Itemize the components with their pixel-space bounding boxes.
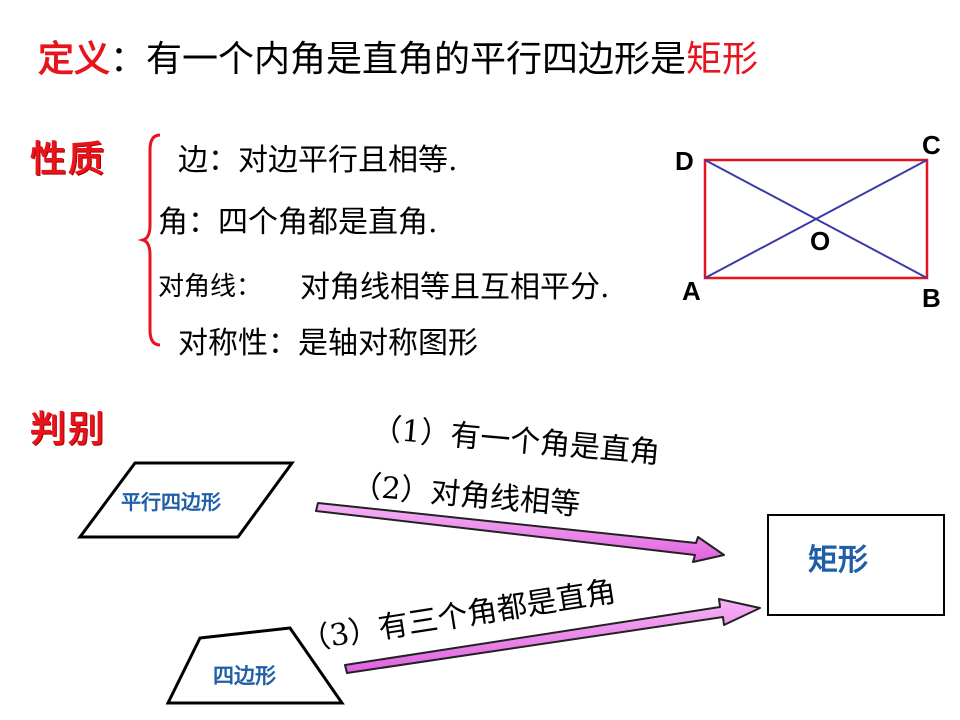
diagonal-bd xyxy=(704,159,928,279)
quadrilateral-label: 四边形 xyxy=(213,664,276,688)
vertex-a: A xyxy=(682,276,701,306)
property-sides: 边：对边平行且相等. xyxy=(178,143,458,178)
vertex-c: C xyxy=(922,130,941,160)
rectangle-result-label: 矩形 xyxy=(808,543,868,578)
rectangle-figure xyxy=(703,158,929,280)
parallelogram-label: 平行四边形 xyxy=(121,490,221,514)
rectangle-result-box xyxy=(767,514,945,616)
arrow-parallelogram-to-rectangle xyxy=(315,502,725,563)
definition-line: 定义：有一个内角是直角的平行四边形是矩形 xyxy=(38,30,758,82)
parallelogram-shape xyxy=(77,461,295,539)
property-angles: 角：四个角都是直角. xyxy=(158,205,438,240)
vertex-d: D xyxy=(675,146,694,176)
property-diagonals: 对角线相等且互相平分. xyxy=(300,270,610,305)
properties-brace xyxy=(137,133,161,347)
definition-colon: ： xyxy=(110,39,147,80)
judgement-heading: 判别 xyxy=(30,409,107,450)
arrow-quadrilateral-to-rectangle xyxy=(344,598,761,674)
vertex-b: B xyxy=(922,283,941,313)
definition-text: 有一个内角是直角的平行四边形是 xyxy=(146,39,687,80)
vertex-o: O xyxy=(810,226,831,256)
quadrilateral-shape xyxy=(165,626,345,705)
properties-heading: 性质 xyxy=(30,139,107,180)
definition-term: 矩形 xyxy=(686,39,759,80)
property-symmetry: 对称性：是轴对称图形 xyxy=(178,326,478,361)
definition-label: 定义 xyxy=(38,39,111,80)
property-diagonals-label: 对角线： xyxy=(158,272,263,302)
